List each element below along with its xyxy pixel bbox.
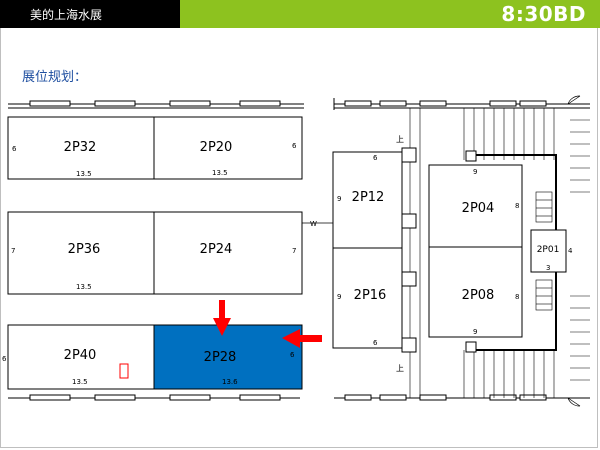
header-green-band (180, 0, 600, 28)
booth-2P12-dim-top: 6 (373, 154, 378, 162)
pillar-top-left (465, 150, 477, 162)
booth-2P32-label: 2P32 (64, 140, 97, 155)
header-black-band (0, 0, 180, 28)
booth-2P04-label: 2P04 (462, 201, 495, 216)
booth-2P08-dim-bottom: 9 (473, 328, 477, 336)
booth-2P32 (7, 116, 155, 180)
page-title: 美的上海水展 (30, 8, 103, 22)
booth-2P28-dim-bottom: 13.6 (222, 378, 238, 386)
stair-hatching-bottom (463, 350, 555, 398)
door-arc-top (567, 95, 581, 105)
stair-up-label-top: 上 (396, 135, 404, 144)
booth-2P28-dim-right: 6 (290, 351, 295, 359)
arrow-down (213, 300, 231, 336)
booth-2P12 (332, 151, 403, 249)
stair-symbol-lower (535, 279, 553, 311)
stair-hatching-right (570, 119, 590, 381)
booth-2P36-label: 2P36 (68, 242, 101, 257)
marker-small-box (119, 363, 129, 379)
booth-2P36-dim-bottom: 13.5 (76, 283, 92, 291)
booth-2P08-dim-right: 8 (515, 293, 519, 301)
stair-up-label-bottom: 上 (396, 364, 404, 373)
pillar-bottom-left (465, 341, 477, 353)
booth-2P16-label: 2P16 (354, 288, 387, 303)
arrow-left (282, 329, 322, 348)
brand-logo-text: 8:30BD (501, 2, 586, 26)
booth-2P16-dim-left: 9 (337, 293, 341, 301)
booth-2P12-label: 2P12 (352, 190, 385, 205)
bottom-wall-left (8, 394, 300, 401)
booth-2P20-dim-bottom: 13.5 (212, 169, 228, 177)
booth-2P32-dim-bottom: 13.5 (76, 170, 92, 178)
booth-2P04 (428, 164, 523, 248)
booth-2P24 (153, 211, 303, 295)
booth-2P04-dim-right: 8 (515, 202, 519, 210)
booth-2P40 (7, 324, 155, 390)
booth-2P16-dim-bottom: 6 (373, 339, 378, 347)
booth-2P20 (153, 116, 303, 180)
bottom-wall-right (334, 394, 590, 401)
booth-2P01 (530, 229, 567, 273)
booth-2P08 (428, 246, 523, 338)
booth-2P28-label: 2P28 (204, 350, 237, 365)
stair-symbol-upper (535, 191, 553, 223)
booth-2P01-dim-bottom: 3 (546, 264, 550, 272)
section-subtitle: 展位规划： (22, 70, 88, 85)
booth-2P20-label: 2P20 (200, 140, 233, 155)
booth-2P16 (332, 247, 403, 349)
booth-2P32-dim-left: 6 (12, 145, 17, 153)
booth-2P04-dim-top: 9 (473, 168, 477, 176)
column-pillars (401, 147, 417, 353)
booth-2P12-dim-left: 9 (337, 195, 341, 203)
booth-2P20-dim-right: 6 (292, 142, 297, 150)
booth-2P24-dim-right: 7 (292, 247, 296, 255)
booth-2P40-dim-left: 6 (2, 355, 7, 363)
booth-2P08-label: 2P08 (462, 288, 495, 303)
booth-2P40-label: 2P40 (64, 348, 97, 363)
header-bar: 美的上海水展 8:30BD (0, 0, 600, 28)
stair-hatching-top (463, 108, 555, 160)
door-arc-bottom (567, 397, 581, 407)
booth-2P01-label: 2P01 (537, 245, 560, 255)
booth-2P40-dim-bottom: 13.5 (72, 378, 88, 386)
corridor-mark: W (310, 220, 317, 228)
booth-2P01-dim-right: 4 (568, 247, 573, 255)
booth-2P28 (153, 324, 303, 390)
booth-2P36-dim-left: 7 (11, 247, 15, 255)
top-wall-left (8, 100, 304, 109)
booth-2P24-label: 2P24 (200, 242, 233, 257)
top-wall-right (333, 98, 590, 110)
